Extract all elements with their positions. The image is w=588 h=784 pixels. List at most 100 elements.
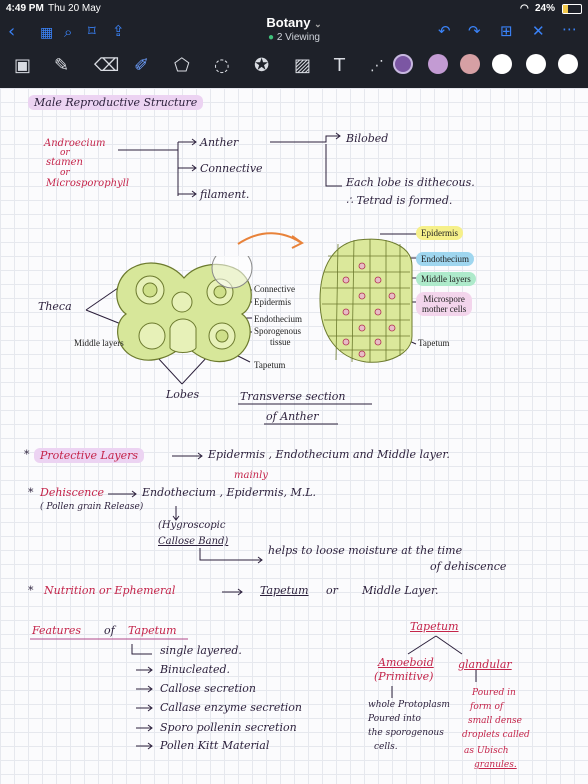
bookmark-icon[interactable]: ⌑ — [88, 22, 96, 40]
glandular-desc-2: form of — [470, 702, 504, 712]
tetrad-text: ∴ Tetrad is formed. — [346, 194, 453, 207]
connective-label: Connective — [254, 284, 295, 294]
pollen-release-note: ( Pollen grain Release) — [40, 502, 144, 512]
back-icon[interactable]: ‹ — [8, 21, 16, 42]
color-swatch-purple[interactable] — [428, 54, 448, 74]
wifi-icon: ◠ — [520, 3, 529, 14]
color-swatch-white-3[interactable] — [558, 54, 578, 74]
part-connective: Connective — [200, 162, 263, 175]
caption-line-1: Transverse section — [240, 390, 346, 403]
highlighter-icon[interactable]: ✐ — [134, 55, 150, 76]
sporogenous-label: Sporogenous — [254, 326, 301, 336]
hygroscopic-line-2: Callose Band) — [158, 536, 229, 547]
color-swatch-white-2[interactable] — [526, 54, 546, 74]
middle-layers-tag: Middle layers — [416, 272, 476, 286]
battery-icon — [562, 4, 582, 14]
helps-line-2: of dehiscence — [430, 560, 507, 573]
mainly-note: mainly — [234, 470, 268, 481]
helps-line-1: helps to loose moisture at the time — [268, 544, 463, 557]
star-bullet-2: * — [28, 486, 34, 499]
shapes-icon[interactable]: ⬠ — [174, 55, 190, 76]
androecium-label: Androecium — [44, 138, 106, 149]
lobes-label: Lobes — [166, 388, 200, 401]
chevron-down-icon: ⌄ — [314, 19, 322, 29]
glandular-desc-6: granules. — [474, 760, 517, 770]
status-time: 4:49 PM — [6, 3, 44, 14]
protective-title: Protective Layers — [34, 448, 145, 463]
amoeboid-desc-3: the sporogenous — [368, 728, 444, 738]
undo-icon[interactable]: ↶ — [438, 22, 451, 40]
eraser-icon[interactable]: ⌫ — [94, 55, 120, 76]
lasso-icon[interactable]: ◌ — [214, 55, 230, 76]
color-swatch-white-1[interactable] — [492, 54, 512, 74]
read-mode-icon[interactable]: ▣ — [14, 55, 32, 76]
glandular-desc-3: small dense — [468, 716, 522, 726]
amoeboid-label: Amoeboid — [378, 656, 434, 669]
primitive-label: (Primitive) — [374, 670, 434, 683]
feature-item-2: Binucleated. — [160, 663, 230, 676]
endothecium-tag: Endothecium — [416, 252, 474, 266]
online-dot-icon: ● — [267, 32, 275, 43]
epidermis-tag: Epidermis — [416, 226, 463, 240]
theca-label: Theca — [38, 300, 72, 313]
feature-item-5: Sporo pollenin secretion — [160, 721, 297, 734]
middle-layers-left-label: Middle layers — [74, 338, 124, 348]
laser-icon[interactable]: ⋰ — [370, 58, 384, 74]
features-title-1: Features — [32, 624, 82, 637]
feature-item-6: Pollen Kitt Material — [160, 739, 270, 752]
star-bullet-3: * — [28, 584, 34, 597]
dehiscence-title: Dehiscence — [40, 486, 105, 499]
color-swatch-pink[interactable] — [460, 54, 480, 74]
redo-icon[interactable]: ↷ — [468, 22, 481, 40]
ink-strokes — [30, 132, 477, 750]
battery-percent: 24% — [535, 3, 556, 14]
viewers-status: ● 2 Viewing — [267, 32, 320, 43]
part-anther: Anther — [200, 136, 239, 149]
glandular-desc-1: Poured in — [472, 688, 516, 698]
dehiscence-text: Endothecium , Epidermis, M.L. — [142, 486, 317, 499]
tapetum-label-right: Tapetum — [418, 338, 450, 348]
microsporophyll-label: Microsporophyll — [46, 178, 130, 189]
search-icon[interactable]: ⌕ — [64, 23, 73, 41]
magnified-section-diagram — [319, 238, 413, 363]
image-icon[interactable]: ▨ — [294, 55, 312, 76]
features-of: of — [104, 624, 115, 637]
tapetum-label-left: Tapetum — [254, 360, 286, 370]
glandular-desc-5: as Ubisch — [464, 746, 509, 756]
nutrition-middle-layer: Middle Layer. — [362, 584, 439, 597]
text-tool-icon[interactable]: T — [334, 55, 345, 76]
status-date: Thu 20 May — [48, 3, 101, 14]
microspore-tag: Microspore mother cells — [416, 292, 473, 316]
or-2: or — [60, 168, 70, 178]
caption-line-2: of Anther — [266, 410, 319, 423]
epidermis-label: Epidermis — [254, 297, 291, 307]
pen-icon[interactable]: ✎ — [54, 55, 70, 76]
glandular-label: glandular — [458, 658, 512, 671]
share-icon[interactable]: ⇪ — [112, 22, 125, 40]
features-title-2: Tapetum — [128, 624, 177, 637]
star-bullet-1: * — [24, 448, 30, 461]
feature-item-1: single layered. — [160, 644, 242, 657]
nutrition-or: or — [326, 584, 338, 597]
part-filament: filament. — [200, 188, 250, 201]
amoeboid-desc-2: Poured into — [368, 714, 421, 724]
grid-icon[interactable]: ▦ — [40, 25, 54, 41]
close-icon[interactable]: ✕ — [532, 22, 545, 40]
note-page[interactable]: Male Reproductive Structure Androecium o… — [0, 88, 588, 784]
bilobed-text: Bilobed — [346, 132, 389, 145]
color-swatch-violet-selected[interactable] — [393, 54, 413, 74]
tapetum-head: Tapetum — [410, 620, 459, 633]
add-page-icon[interactable]: ⊞ — [500, 22, 513, 40]
amoeboid-desc-4: cells. — [374, 742, 398, 752]
glandular-desc-4: droplets called — [462, 730, 530, 740]
sticker-icon[interactable]: ✪ — [254, 55, 270, 76]
document-title[interactable]: Botany ⌄ — [266, 15, 322, 30]
heading: Male Reproductive Structure — [28, 95, 204, 110]
each-lobe-text: Each lobe is dithecous. — [346, 176, 475, 189]
nutrition-tapetum: Tapetum — [260, 584, 309, 597]
nutrition-title: Nutrition or Ephemeral — [44, 584, 176, 597]
more-icon[interactable]: ⋯ — [562, 20, 577, 38]
stamen-label: stamen — [46, 157, 83, 168]
protective-text: Epidermis , Endothecium and Middle layer… — [208, 448, 450, 461]
feature-item-3: Callose secretion — [160, 682, 257, 695]
